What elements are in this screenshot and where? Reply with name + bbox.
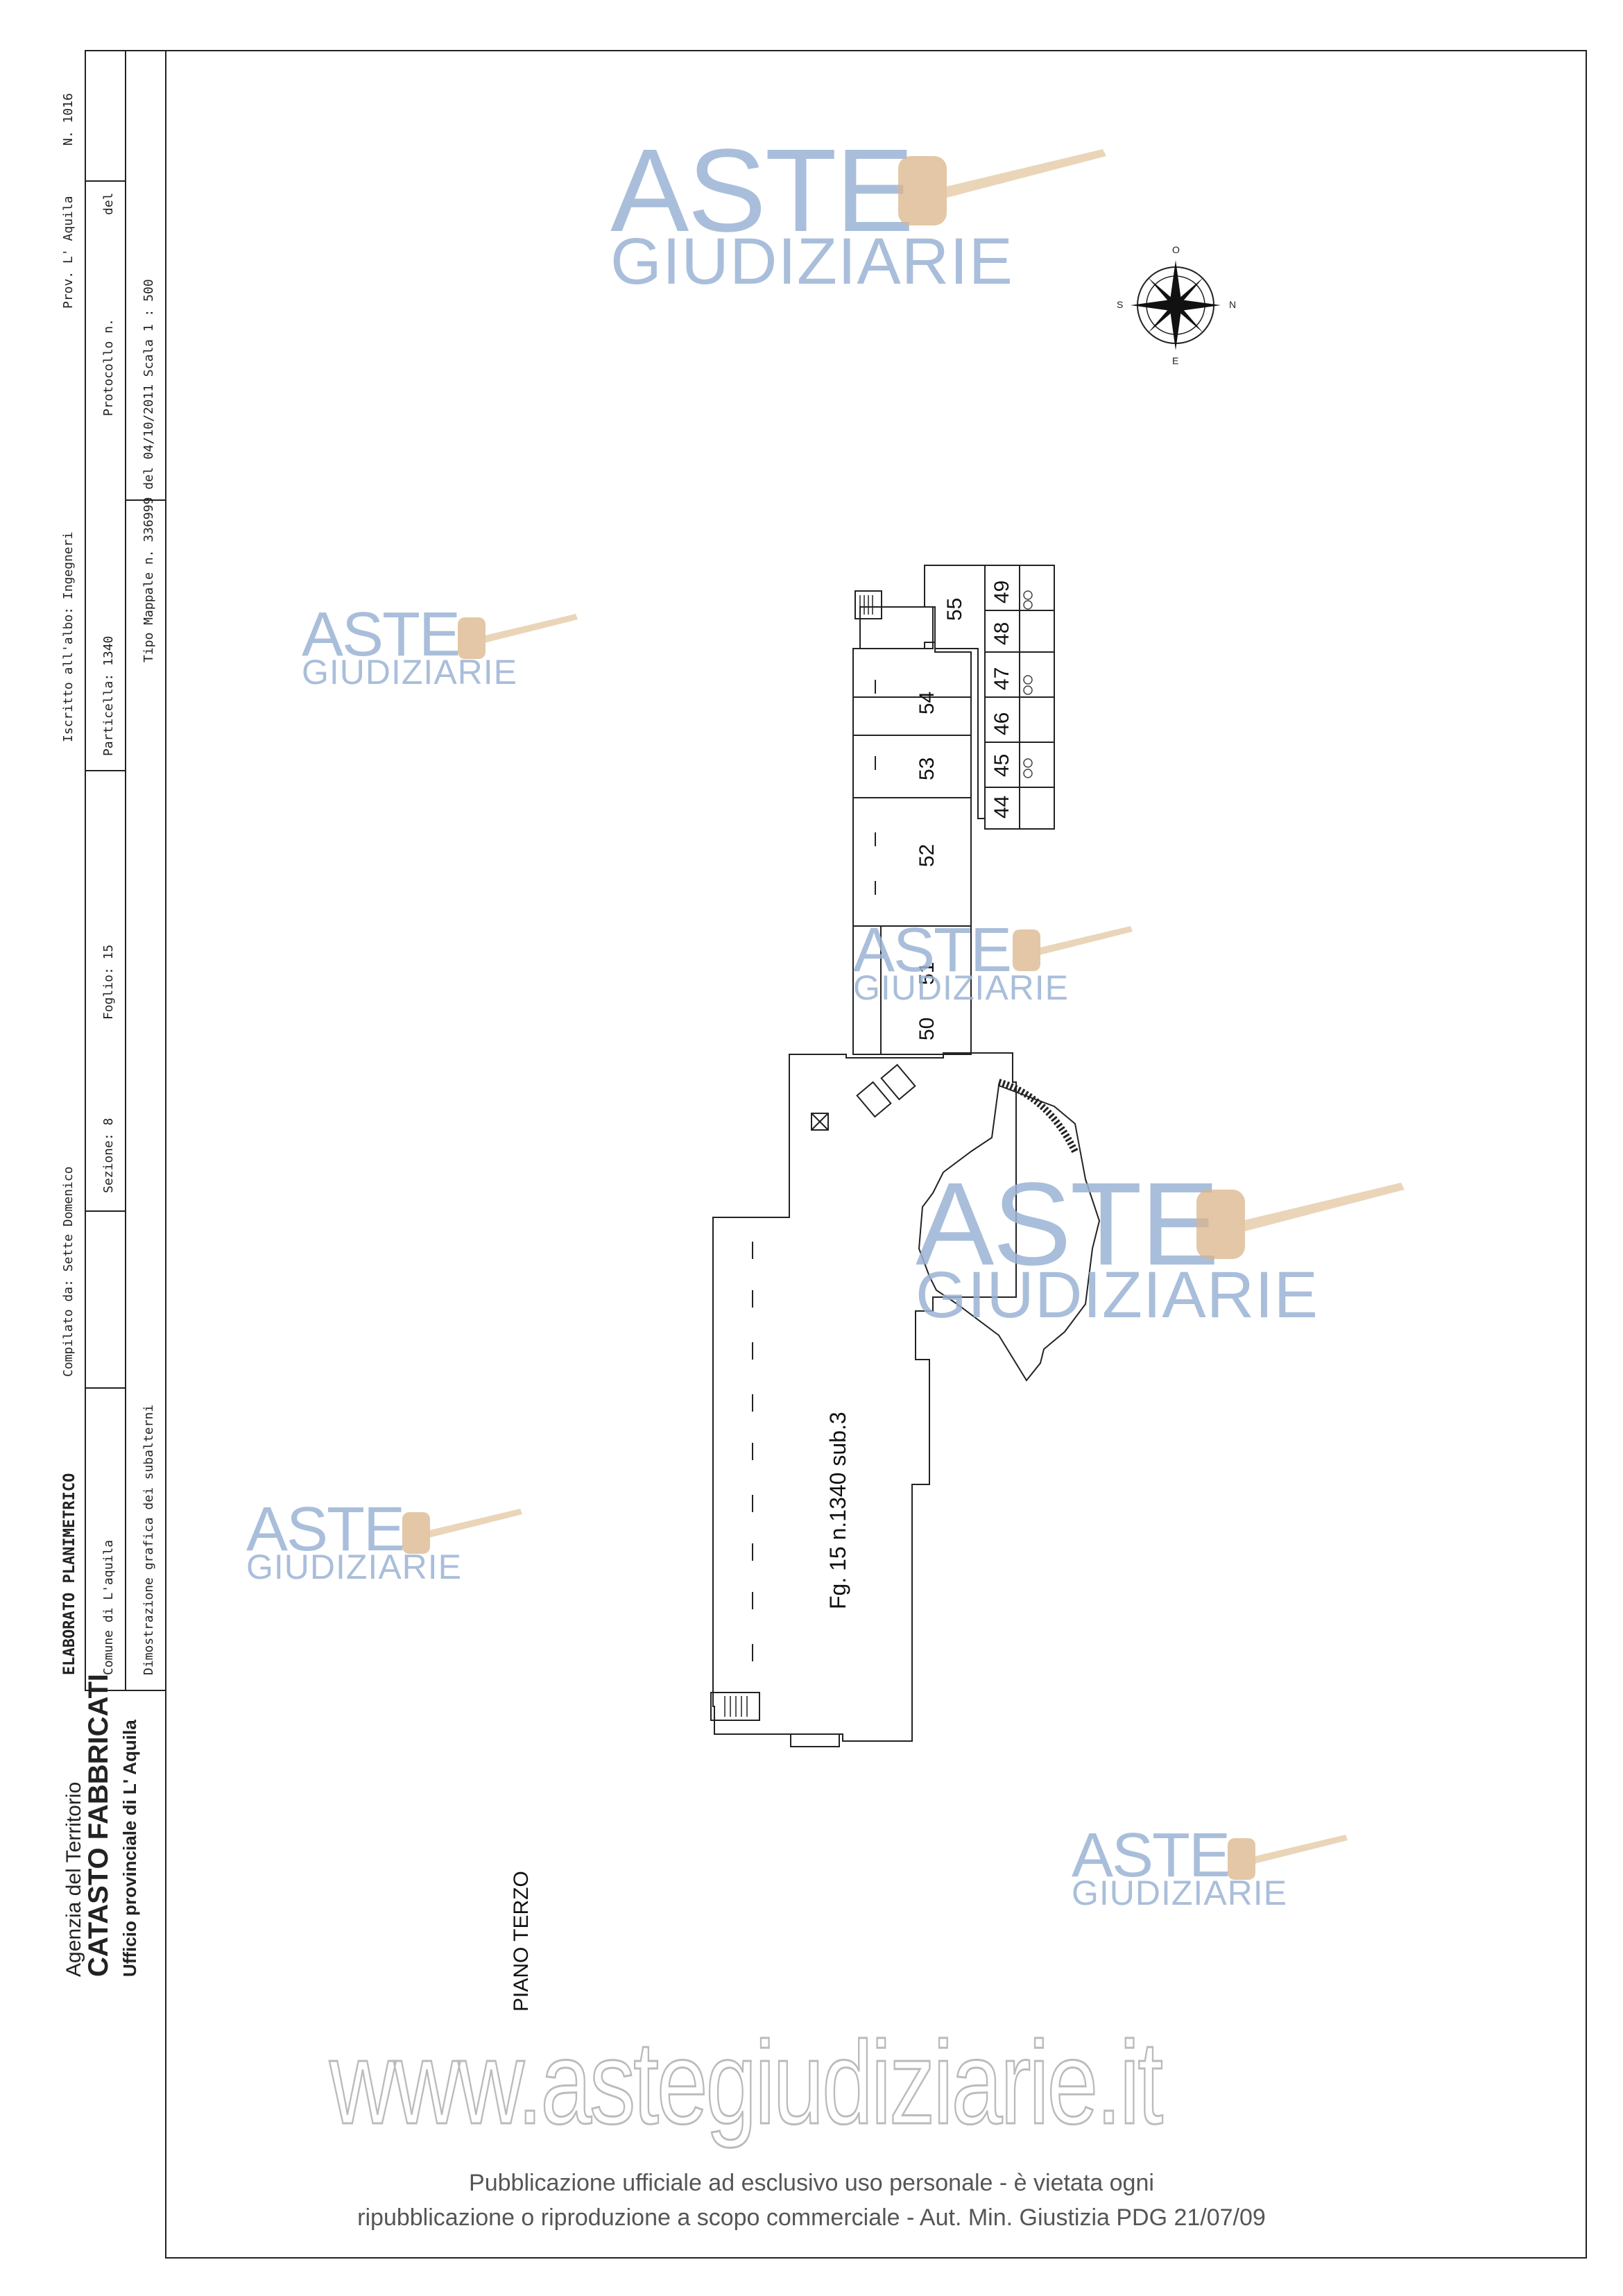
- header-divider-5: [85, 1387, 125, 1389]
- watermark-site-url: www.astegiudiziarie.it: [329, 2016, 1164, 2150]
- unit-label-49: 49: [990, 580, 1013, 603]
- unit-label-47: 47: [990, 667, 1013, 690]
- watermark-aste-4: ASTE GIUDIZIARIE: [916, 1158, 1319, 1332]
- unit-label-46: 46: [990, 712, 1013, 735]
- watermark-aste-5: ASTE GIUDIZIARIE: [246, 1495, 463, 1586]
- gavel-icon: [402, 1509, 522, 1554]
- entry-outline: [859, 606, 934, 649]
- gavel-icon: [458, 614, 578, 659]
- east-extension: [918, 1084, 1101, 1382]
- main-unit-label: Fg. 15 n.1340 sub.3: [825, 1412, 850, 1609]
- gavel-icon: [1196, 1183, 1405, 1259]
- unit-label-53: 53: [916, 757, 938, 780]
- gavel-icon: [898, 149, 1106, 225]
- floor-label: PIANO TERZO: [510, 1871, 533, 2012]
- header-divider-9: [125, 499, 165, 501]
- gavel-icon: [1228, 1835, 1348, 1880]
- header-divider-3: [85, 50, 165, 51]
- unit-label-52: 52: [916, 843, 938, 867]
- gavel-icon: [1013, 926, 1133, 971]
- footer-line1: Pubblicazione ufficiale ad esclusivo uso…: [469, 2170, 1154, 2196]
- header-divider-4: [85, 1690, 165, 1691]
- unit-label-45: 45: [990, 753, 1013, 777]
- unit-label-54: 54: [916, 691, 938, 714]
- watermark-aste-3: ASTE GIUDIZIARIE: [853, 916, 1070, 1007]
- unit-label-55: 55: [943, 597, 966, 621]
- unit-label-50: 50: [916, 1017, 938, 1040]
- drawing-frame: [165, 50, 1587, 2259]
- compass-o: O: [1172, 244, 1180, 255]
- main-wing-outline: [712, 1052, 1017, 1742]
- unit-label-48: 48: [990, 622, 1013, 645]
- compass-rose-icon: N S O E: [1117, 244, 1236, 366]
- header-divider-7: [85, 770, 125, 771]
- compass-s: S: [1117, 299, 1123, 310]
- header-divider-1: [85, 50, 86, 1690]
- compass-n: N: [1229, 299, 1236, 310]
- watermark-aste-6: ASTE GIUDIZIARIE: [1072, 1821, 1288, 1912]
- compass-e: E: [1172, 355, 1178, 366]
- watermark-aste-1: ASTE GIUDIZIARIE: [610, 125, 1014, 298]
- header-divider-6: [85, 1210, 125, 1212]
- header-divider-2: [125, 50, 126, 1690]
- unit-label-44: 44: [990, 795, 1013, 819]
- header-divider-8: [85, 180, 125, 182]
- footer-line2: ripubblicazione o riproduzione a scopo c…: [357, 2204, 1266, 2231]
- watermark-aste-2: ASTE GIUDIZIARIE: [302, 600, 518, 692]
